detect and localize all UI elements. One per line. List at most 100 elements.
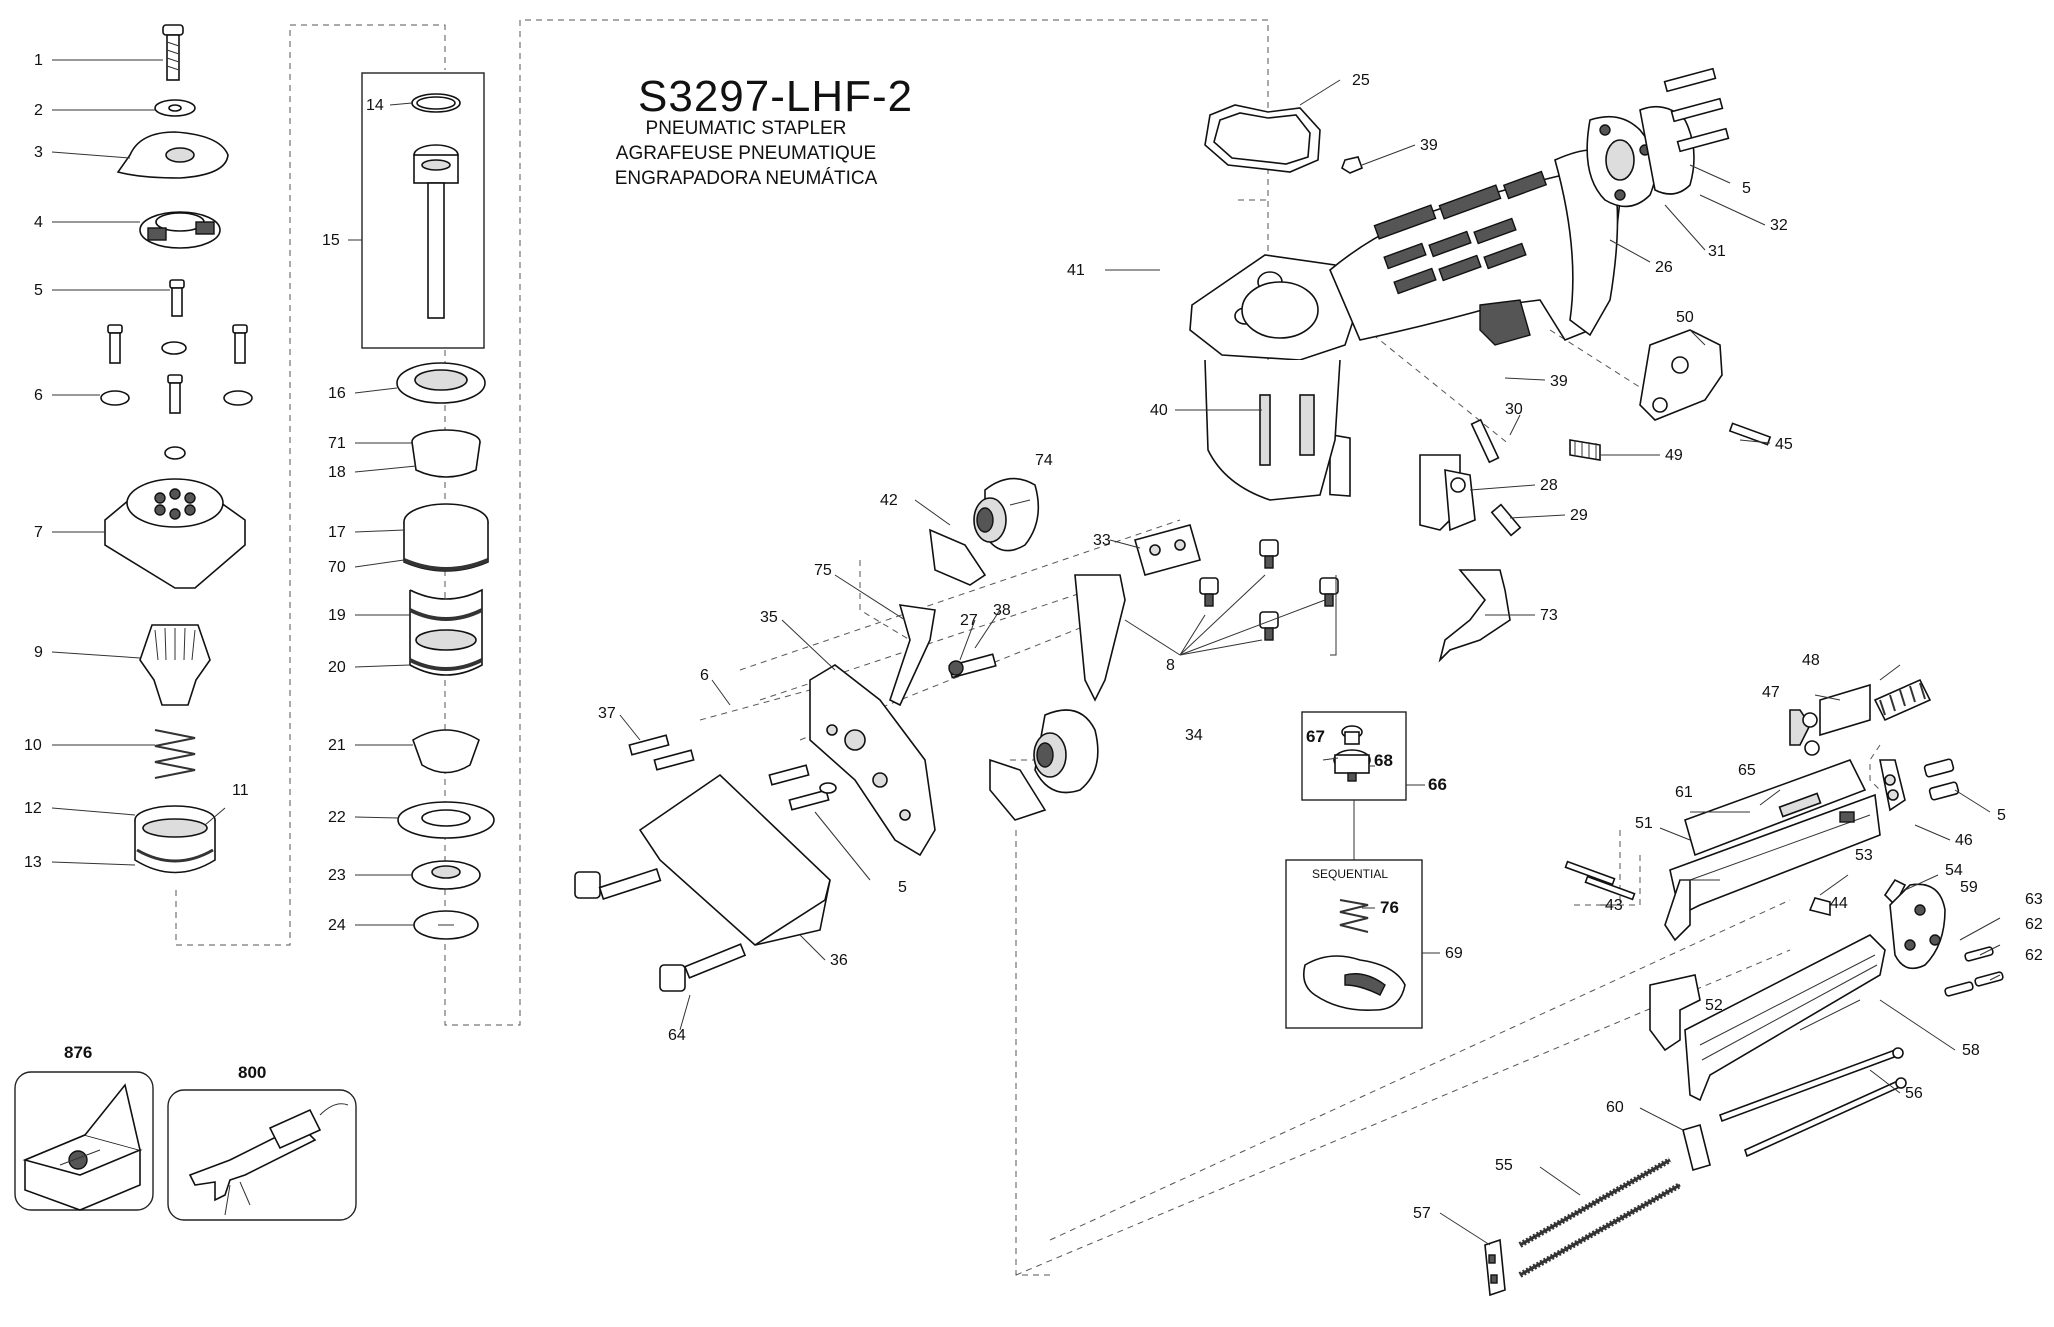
label-part-54: 54 bbox=[1945, 862, 1963, 879]
product-name-fr: AGRAFEUSE PNEUMATIQUE bbox=[615, 143, 877, 164]
bolt-lower bbox=[659, 943, 747, 992]
label-part-75: 75 bbox=[814, 562, 832, 579]
label-part-9: 9 bbox=[34, 644, 43, 661]
magazine-parts bbox=[1484, 678, 2004, 1297]
label-part-41: 41 bbox=[1067, 262, 1085, 279]
label-part-58: 58 bbox=[1962, 1042, 1980, 1059]
kit-800-box bbox=[167, 1089, 357, 1221]
label-part-31: 31 bbox=[1708, 243, 1726, 260]
label-part-26: 26 bbox=[1655, 259, 1673, 276]
label-part-76: 76 bbox=[1380, 898, 1399, 917]
label-part-62b: 62 bbox=[2025, 947, 2043, 964]
label-part-14: 14 bbox=[366, 97, 384, 114]
label-part-74: 74 bbox=[1035, 452, 1053, 469]
label-part-43: 43 bbox=[1605, 897, 1623, 914]
label-part-33: 33 bbox=[1093, 532, 1111, 549]
label-part-73: 73 bbox=[1540, 607, 1558, 624]
label-part-21: 21 bbox=[328, 737, 346, 754]
label-part-8: 8 bbox=[1166, 657, 1175, 674]
piston-kit-box bbox=[361, 72, 485, 349]
screws-5-nose bbox=[768, 764, 837, 811]
label-part-13: 13 bbox=[24, 854, 42, 871]
screws-right-top bbox=[1663, 67, 1730, 153]
label-part-56: 56 bbox=[1905, 1085, 1923, 1102]
label-part-28: 28 bbox=[1540, 477, 1558, 494]
label-part-49: 49 bbox=[1665, 447, 1683, 464]
label-part-47: 47 bbox=[1762, 684, 1780, 701]
label-part-53: 53 bbox=[1855, 847, 1873, 864]
label-part-71: 71 bbox=[328, 435, 346, 452]
part-number-labels: 1 2 3 4 5 6 7 9 10 11 12 13 14 15 16 71 … bbox=[24, 52, 2043, 1222]
label-part-17: 17 bbox=[328, 524, 346, 541]
label-part-45: 45 bbox=[1775, 436, 1793, 453]
label-part-61: 61 bbox=[1675, 784, 1693, 801]
label-part-32: 32 bbox=[1770, 217, 1788, 234]
label-part-39b: 39 bbox=[1550, 373, 1568, 390]
leader-lines bbox=[51, 59, 2001, 1246]
label-part-64: 64 bbox=[668, 1027, 686, 1044]
label-part-35: 35 bbox=[760, 609, 778, 626]
label-part-51: 51 bbox=[1635, 815, 1653, 832]
piston-stack-parts bbox=[361, 72, 495, 940]
label-part-37: 37 bbox=[598, 705, 616, 722]
label-part-2: 2 bbox=[34, 102, 43, 119]
label-part-55: 55 bbox=[1495, 1157, 1513, 1174]
label-part-67: 67 bbox=[1306, 727, 1325, 746]
label-part-44: 44 bbox=[1830, 895, 1848, 912]
label-part-5: 5 bbox=[34, 282, 43, 299]
label-part-25: 25 bbox=[1352, 72, 1370, 89]
label-part-5d: 5 bbox=[898, 879, 907, 896]
label-part-1: 1 bbox=[34, 52, 43, 69]
product-name-en: PNEUMATIC STAPLER bbox=[645, 118, 847, 139]
label-part-15: 15 bbox=[322, 232, 340, 249]
label-part-3: 3 bbox=[34, 144, 43, 161]
label-part-38: 38 bbox=[993, 602, 1011, 619]
label-part-66: 66 bbox=[1428, 775, 1447, 794]
valve-subassembly bbox=[1301, 711, 1407, 860]
label-part-50: 50 bbox=[1676, 309, 1694, 326]
sequential-kit bbox=[1285, 859, 1423, 1029]
label-part-57: 57 bbox=[1413, 1205, 1431, 1222]
label-part-30: 30 bbox=[1505, 401, 1523, 418]
label-part-6: 6 bbox=[34, 387, 43, 404]
label-part-63: 63 bbox=[2025, 891, 2043, 908]
label-part-60: 60 bbox=[1606, 1099, 1624, 1116]
label-part-5b: 5 bbox=[1742, 180, 1751, 197]
label-part-36: 36 bbox=[830, 952, 848, 969]
label-part-16: 16 bbox=[328, 385, 346, 402]
label-part-23: 23 bbox=[328, 867, 346, 884]
label-part-12: 12 bbox=[24, 800, 42, 817]
label-part-29: 29 bbox=[1570, 507, 1588, 524]
label-part-19: 19 bbox=[328, 607, 346, 624]
label-part-39a: 39 bbox=[1420, 137, 1438, 154]
label-part-68: 68 bbox=[1374, 751, 1393, 770]
label-part-40: 40 bbox=[1150, 402, 1168, 419]
left-column-parts bbox=[100, 24, 253, 874]
label-part-70: 70 bbox=[328, 559, 346, 576]
label-part-42: 42 bbox=[880, 492, 898, 509]
label-part-22: 22 bbox=[328, 809, 346, 826]
label-part-34: 34 bbox=[1185, 727, 1203, 744]
product-name-es: ENGRAPADORA NEUMÁTICA bbox=[614, 168, 878, 189]
label-part-62a: 62 bbox=[2025, 916, 2043, 933]
label-part-20: 20 bbox=[328, 659, 346, 676]
label-part-11: 11 bbox=[232, 782, 249, 799]
label-part-5c: 5 bbox=[1997, 807, 2006, 824]
housing-parts bbox=[1189, 67, 1730, 501]
label-part-6b: 6 bbox=[700, 667, 709, 684]
kit-876-box bbox=[14, 1071, 154, 1211]
label-part-4: 4 bbox=[34, 214, 43, 231]
label-part-48: 48 bbox=[1802, 652, 1820, 669]
screws-37 bbox=[628, 734, 695, 771]
label-kit-800: 800 bbox=[238, 1063, 266, 1082]
label-sequential: SEQUENTIAL bbox=[1312, 867, 1388, 881]
label-part-10: 10 bbox=[24, 737, 42, 754]
label-part-27: 27 bbox=[960, 612, 978, 629]
label-kit-876: 876 bbox=[64, 1043, 92, 1062]
label-part-18: 18 bbox=[328, 464, 346, 481]
label-part-52: 52 bbox=[1705, 997, 1723, 1014]
label-part-59: 59 bbox=[1960, 879, 1978, 896]
label-part-69: 69 bbox=[1445, 945, 1463, 962]
